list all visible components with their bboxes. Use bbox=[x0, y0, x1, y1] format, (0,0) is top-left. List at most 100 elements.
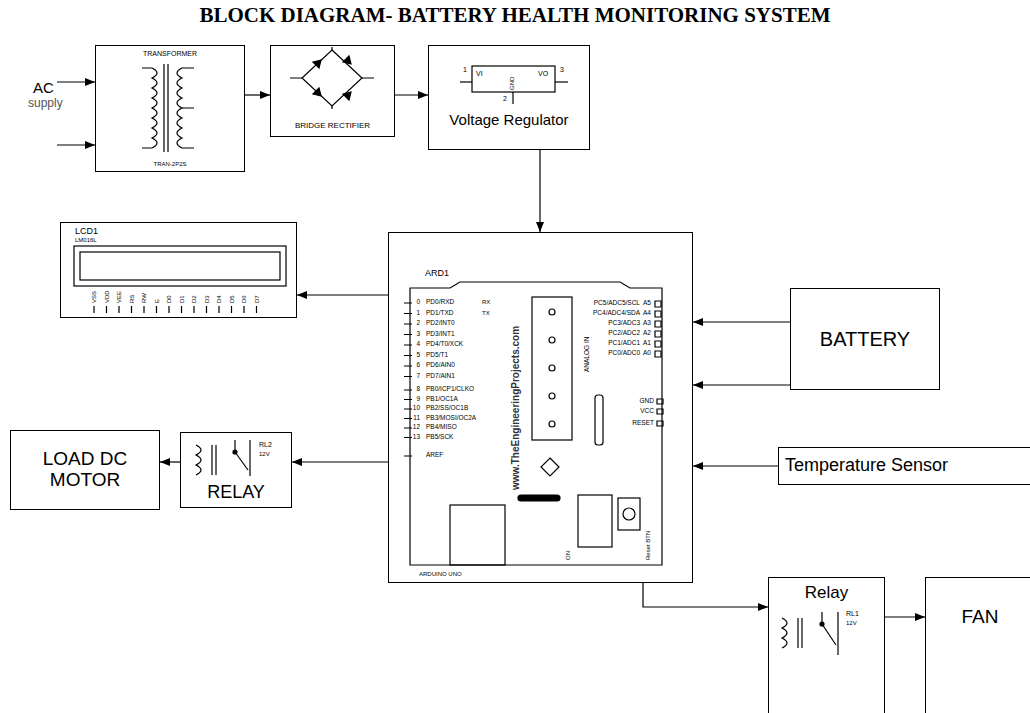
pin-label: 0 bbox=[416, 299, 420, 306]
pin-label: D7 bbox=[254, 295, 260, 303]
regulator-symbol bbox=[460, 66, 568, 104]
pin-label: 6 bbox=[416, 362, 420, 369]
supply-label: AC bbox=[33, 80, 54, 95]
pin-label: ANALOG IN bbox=[584, 337, 591, 372]
relay-label: 12V bbox=[846, 620, 857, 626]
arduino-board bbox=[404, 282, 663, 565]
node-text: RELAY bbox=[207, 483, 265, 503]
fan-box: FAN bbox=[925, 577, 1030, 713]
pin-label: GND bbox=[640, 398, 654, 405]
load-box: LOAD DC MOTOR bbox=[10, 430, 160, 510]
relay-label: 12V bbox=[259, 451, 270, 457]
connector-arrow bbox=[693, 465, 778, 466]
pin-label: D1 bbox=[179, 295, 185, 303]
pin-label: PC4/ADC4/SDA bbox=[593, 310, 640, 317]
pin-label: 3 bbox=[560, 66, 564, 73]
relay-label: RL1 bbox=[846, 610, 859, 617]
pin-label: ON bbox=[565, 551, 571, 560]
relay-symbol bbox=[196, 440, 250, 476]
pin-label: PB3/MOSI/OC2A bbox=[426, 415, 476, 422]
pin-label: A0 bbox=[643, 350, 651, 357]
node-text: Relay bbox=[805, 584, 848, 603]
pin-label: RS bbox=[129, 295, 135, 303]
transformer-symbol bbox=[142, 64, 194, 152]
pin-label: 8 bbox=[416, 386, 420, 393]
pin-label: 1 bbox=[416, 310, 420, 317]
node-text: ARD1 bbox=[425, 269, 449, 279]
pin-label: 3 bbox=[416, 331, 420, 338]
pin-label: PB4/MISO bbox=[426, 424, 457, 431]
pin-label: VI bbox=[476, 70, 483, 77]
pin-label: PD5/T1 bbox=[426, 352, 448, 359]
node-text: Temperature Sensor bbox=[785, 456, 948, 476]
diagram-title: BLOCK DIAGRAM- BATTERY HEALTH MONITORING… bbox=[0, 3, 1030, 28]
pin-label: D3 bbox=[204, 295, 210, 303]
pin-label: PD4/T0/XCK bbox=[426, 341, 463, 348]
relay-box: RELAY bbox=[180, 432, 292, 508]
pin-label: VCC bbox=[640, 408, 654, 415]
connector-arrow bbox=[643, 583, 768, 607]
supply-arrow bbox=[57, 81, 95, 82]
pin-label: 2 bbox=[416, 320, 420, 327]
pin-label: 2 bbox=[503, 95, 507, 102]
node-text: TRANSFORMER bbox=[143, 50, 197, 58]
pin-label: RX bbox=[482, 299, 490, 305]
pin-label: VDD bbox=[104, 290, 110, 303]
connector-arrow bbox=[885, 616, 925, 617]
relay-box: Relay bbox=[768, 577, 885, 713]
pin-label: www.TheEngineeringProjects.com bbox=[511, 326, 521, 490]
pin-label: E bbox=[154, 299, 160, 303]
supply-arrow bbox=[57, 144, 95, 145]
pin-label: AREF bbox=[426, 452, 443, 459]
connector-arrow bbox=[160, 461, 180, 462]
node-text: Voltage Regulator bbox=[449, 112, 568, 129]
pin-label: PC2/ADC2 bbox=[608, 330, 640, 337]
node-text: LCD1 bbox=[75, 227, 98, 237]
pin-label: PB5/SCK bbox=[426, 434, 453, 441]
pin-label: PB2/SS/OC1B bbox=[426, 405, 468, 412]
connector-arrow bbox=[297, 294, 388, 295]
pin-label: 1 bbox=[463, 66, 467, 73]
rectifier-box: BRIDGE RECTIFIER bbox=[270, 45, 395, 137]
pin-label: Reset BTN bbox=[645, 531, 651, 560]
pin-label: D4 bbox=[216, 295, 222, 303]
pin-label: GND bbox=[509, 77, 515, 90]
pin-label: A5 bbox=[643, 300, 651, 307]
pin-label: PD0/RXD bbox=[426, 299, 454, 306]
pin-label: PB1/OC1A bbox=[426, 396, 458, 403]
connector-arrow bbox=[539, 150, 540, 232]
pin-label: D6 bbox=[241, 295, 247, 303]
node-text: FAN bbox=[962, 607, 999, 628]
node-text: LOAD DC MOTOR bbox=[25, 449, 145, 491]
pin-label: PB0/ICP1/CLKO bbox=[426, 386, 474, 393]
sensor-box: Temperature Sensor bbox=[778, 447, 1030, 485]
node-text: ARDUINO UNO bbox=[419, 571, 462, 578]
pin-label: 11 bbox=[413, 415, 420, 422]
pin-label: PC1/ADC1 bbox=[608, 340, 640, 347]
pin-label: A3 bbox=[643, 320, 651, 327]
pin-label: PD7/AIN1 bbox=[426, 373, 455, 380]
connector-arrow bbox=[693, 384, 790, 385]
lcd-symbol bbox=[74, 246, 286, 313]
pin-label: PC0/ADC0 bbox=[608, 350, 640, 357]
node-text: BRIDGE RECTIFIER bbox=[295, 122, 370, 131]
node-text: LM016L bbox=[75, 237, 97, 244]
pin-label: 7 bbox=[416, 373, 420, 380]
pin-label: 5 bbox=[416, 352, 420, 359]
relay-label: RL2 bbox=[259, 441, 272, 448]
pin-label: A1 bbox=[643, 340, 651, 347]
pin-label: D0 bbox=[166, 295, 172, 303]
pin-label: 13 bbox=[413, 434, 420, 441]
battery-box: BATTERY bbox=[790, 288, 940, 390]
bridge-symbol bbox=[290, 47, 374, 109]
connector-arrow bbox=[292, 461, 388, 462]
pin-label: RW bbox=[141, 293, 147, 303]
pin-label: D5 bbox=[229, 295, 235, 303]
lcd-box: LCD1LM016L bbox=[60, 222, 297, 318]
pin-label: 12 bbox=[413, 424, 420, 431]
regulator-box: Voltage Regulator bbox=[428, 45, 590, 150]
supply-label: supply bbox=[28, 97, 63, 109]
pin-label: PC3/ADC3 bbox=[608, 320, 640, 327]
pin-label: TX bbox=[482, 310, 490, 316]
pin-label: 9 bbox=[416, 396, 420, 403]
